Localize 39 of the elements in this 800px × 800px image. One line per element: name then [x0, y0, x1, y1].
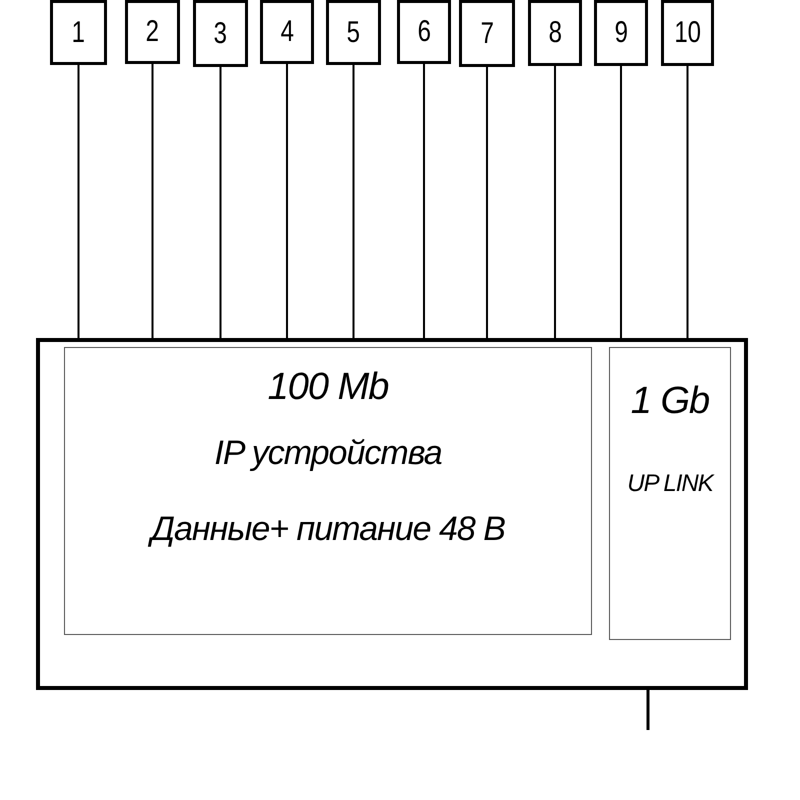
stub-line: [646, 690, 650, 730]
port-number-box: [50, 0, 107, 65]
port-label: UP LINK: [626, 470, 716, 498]
connector-line: [352, 65, 354, 338]
speed-label: 100 Mb: [266, 366, 390, 409]
port-number-box: [459, 0, 515, 67]
speed-label: 1 Gb: [630, 380, 710, 423]
port-number: 1: [72, 16, 86, 50]
port-number-box: [397, 0, 451, 64]
port-number-box: [594, 0, 648, 66]
connector-line: [554, 66, 556, 338]
port-number-box: [528, 0, 582, 66]
port-group-box: [64, 347, 592, 635]
connector-line: [486, 67, 488, 338]
port-number: 8: [548, 16, 562, 50]
port-number: 10: [674, 16, 701, 50]
port-number: 9: [614, 16, 628, 50]
port-group-box: [609, 347, 731, 640]
connector-line: [78, 65, 80, 338]
connector-line: [152, 64, 154, 338]
port-number: 6: [417, 15, 431, 49]
connector-line: [423, 64, 425, 338]
port-number: 2: [146, 15, 160, 49]
port-number-box: [260, 0, 314, 64]
port-label: IP устройства: [213, 434, 443, 473]
port-number-box: [125, 0, 180, 64]
port-number-box: [193, 0, 248, 67]
port-number: 7: [480, 16, 494, 50]
port-number: 4: [280, 15, 294, 49]
connector-line: [686, 66, 688, 338]
connector-line: [220, 67, 222, 338]
connector-line: [620, 66, 622, 338]
port-number: 3: [214, 16, 228, 50]
port-label: Данные+ питание 48 В: [65, 510, 591, 549]
port-number-box: [661, 0, 714, 66]
connector-line: [286, 64, 288, 338]
port-number-box: [326, 0, 381, 65]
port-number: 5: [346, 16, 360, 50]
device-box: [36, 338, 748, 690]
